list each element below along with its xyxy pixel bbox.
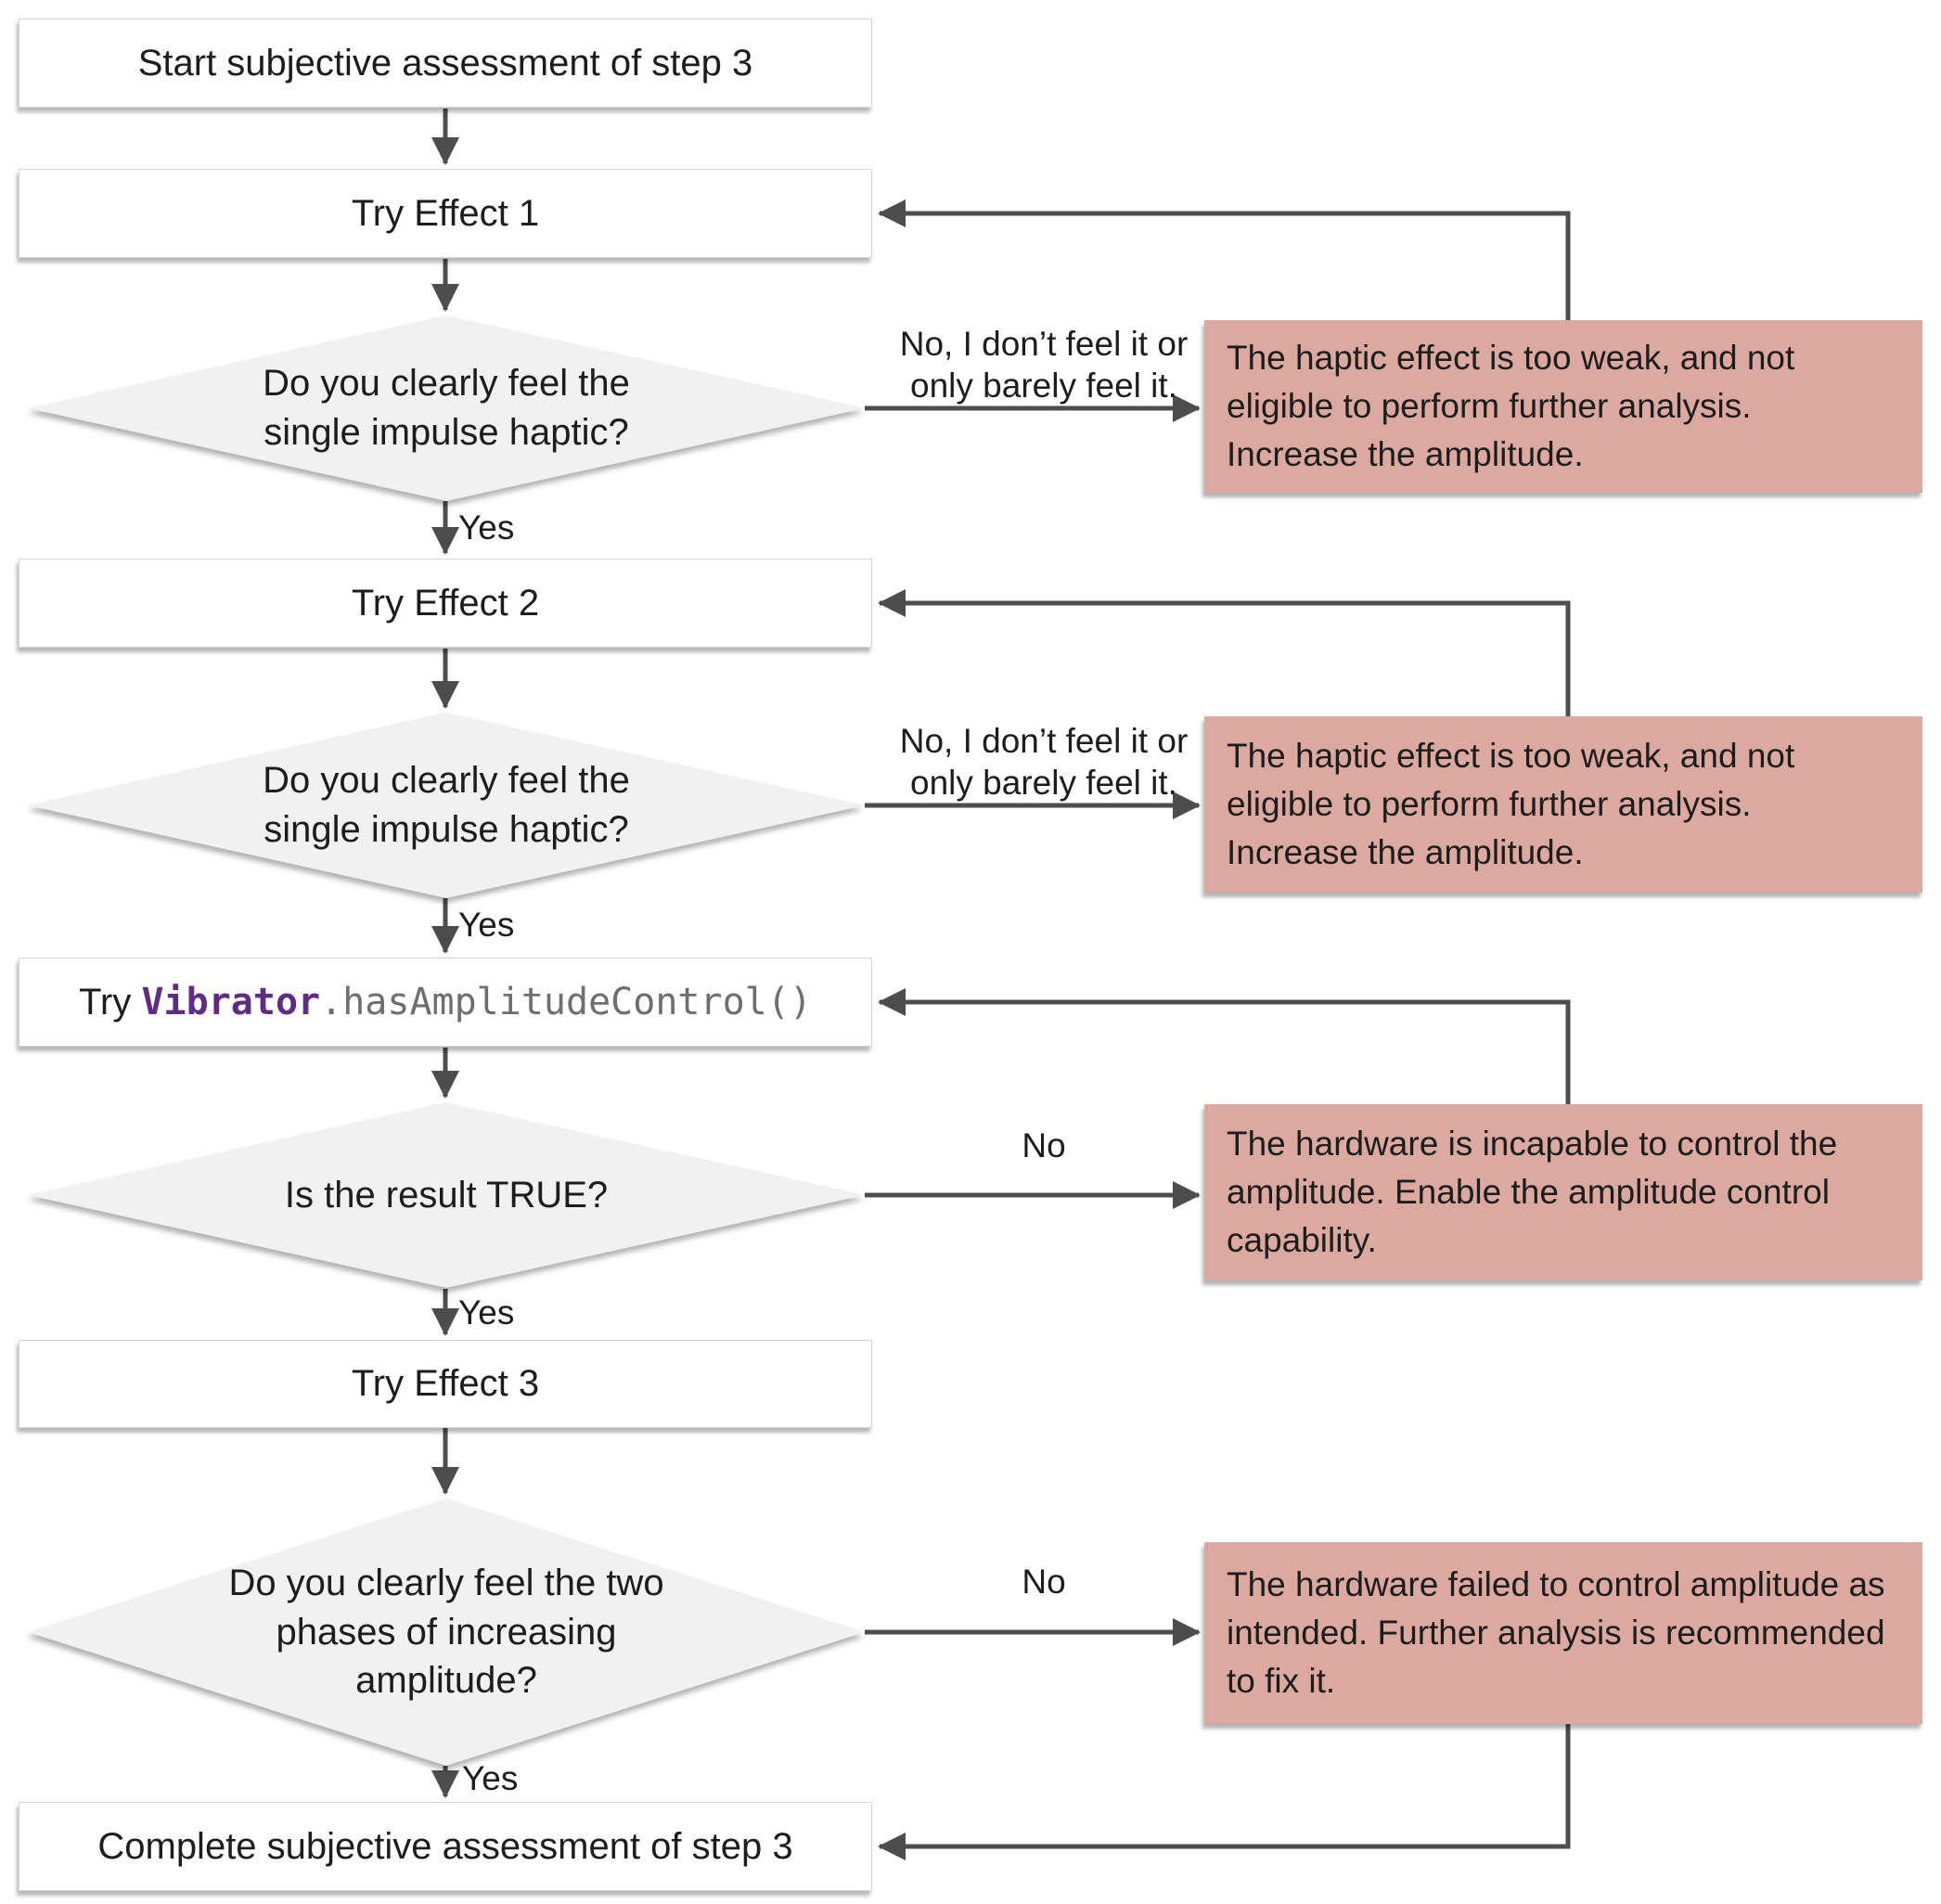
- decision-single-impulse-2-label: Do you clearly feel the single impulse h…: [263, 760, 630, 850]
- edge-label-yes-1: Yes: [458, 508, 515, 547]
- alert-too-weak-2-text: The haptic effect is too weak, and not e…: [1227, 737, 1795, 871]
- alert-too-weak-1-text: The haptic effect is too weak, and not e…: [1227, 339, 1795, 473]
- edge-label-yes-2: Yes: [458, 906, 515, 944]
- alert-too-weak-1: The haptic effect is too weak, and not e…: [1204, 320, 1922, 493]
- node-try-effect-1: Try Effect 1: [19, 169, 872, 258]
- edge-label-yes-3: Yes: [458, 1293, 515, 1332]
- alert-failed: The hardware failed to control amplitude…: [1204, 1542, 1922, 1724]
- node-try-effect-1-label: Try Effect 1: [351, 192, 540, 234]
- edge-alert3-return-to-code: [877, 988, 1571, 1104]
- node-complete-label: Complete subjective assessment of step 3: [97, 1825, 793, 1867]
- code-prefix: Try: [79, 982, 142, 1023]
- decision-two-phases-label: Do you clearly feel the two phases of in…: [228, 1562, 664, 1702]
- edge-label-no-3: No: [1022, 1126, 1066, 1164]
- decision-result-true-label: Is the result TRUE?: [284, 1174, 609, 1216]
- edge-label-no-4: No: [1022, 1563, 1066, 1601]
- decision-two-phases: [28, 1499, 865, 1766]
- decision-single-impulse-2: [28, 713, 865, 898]
- node-try-effect-3-label: Try Effect 3: [351, 1363, 540, 1404]
- edge-alert4-to-complete: [877, 1724, 1571, 1860]
- alert-failed-text: The hardware failed to control amplitude…: [1227, 1565, 1885, 1700]
- decision-single-impulse-1: [28, 315, 865, 501]
- decision-single-impulse-1-label: Do you clearly feel the single impulse h…: [263, 363, 630, 453]
- code-call: .hasAmplitudeControl(): [320, 981, 812, 1023]
- decision-result-true: [28, 1102, 865, 1288]
- edge-label-yes-4: Yes: [462, 1759, 519, 1797]
- node-try-effect-3: Try Effect 3: [19, 1340, 872, 1428]
- edge-alert2-return-to-try2: [877, 589, 1571, 716]
- node-try-effect-2: Try Effect 2: [19, 559, 872, 648]
- alert-too-weak-2: The haptic effect is too weak, and not e…: [1204, 716, 1922, 893]
- node-start-label: Start subjective assessment of step 3: [137, 42, 753, 84]
- code-keyword: Vibrator: [141, 981, 321, 1023]
- code-text: Try Vibrator.hasAmplitudeControl(): [79, 981, 812, 1023]
- edge-label-no-long-2: No, I don’t feel it or only barely feel …: [899, 722, 1189, 803]
- alert-incapable-text: The hardware is incapable to control the…: [1227, 1125, 1838, 1259]
- node-start: Start subjective assessment of step 3: [19, 19, 872, 108]
- edge-label-no-long-1: No, I don’t feel it or only barely feel …: [899, 325, 1189, 405]
- alert-incapable: The hardware is incapable to control the…: [1204, 1104, 1922, 1280]
- node-complete: Complete subjective assessment of step 3: [19, 1802, 872, 1891]
- node-try-effect-2-label: Try Effect 2: [351, 582, 540, 624]
- node-has-amplitude-control: Try Vibrator.hasAmplitudeControl(): [19, 958, 872, 1047]
- edge-alert1-return-to-try1: [877, 199, 1571, 320]
